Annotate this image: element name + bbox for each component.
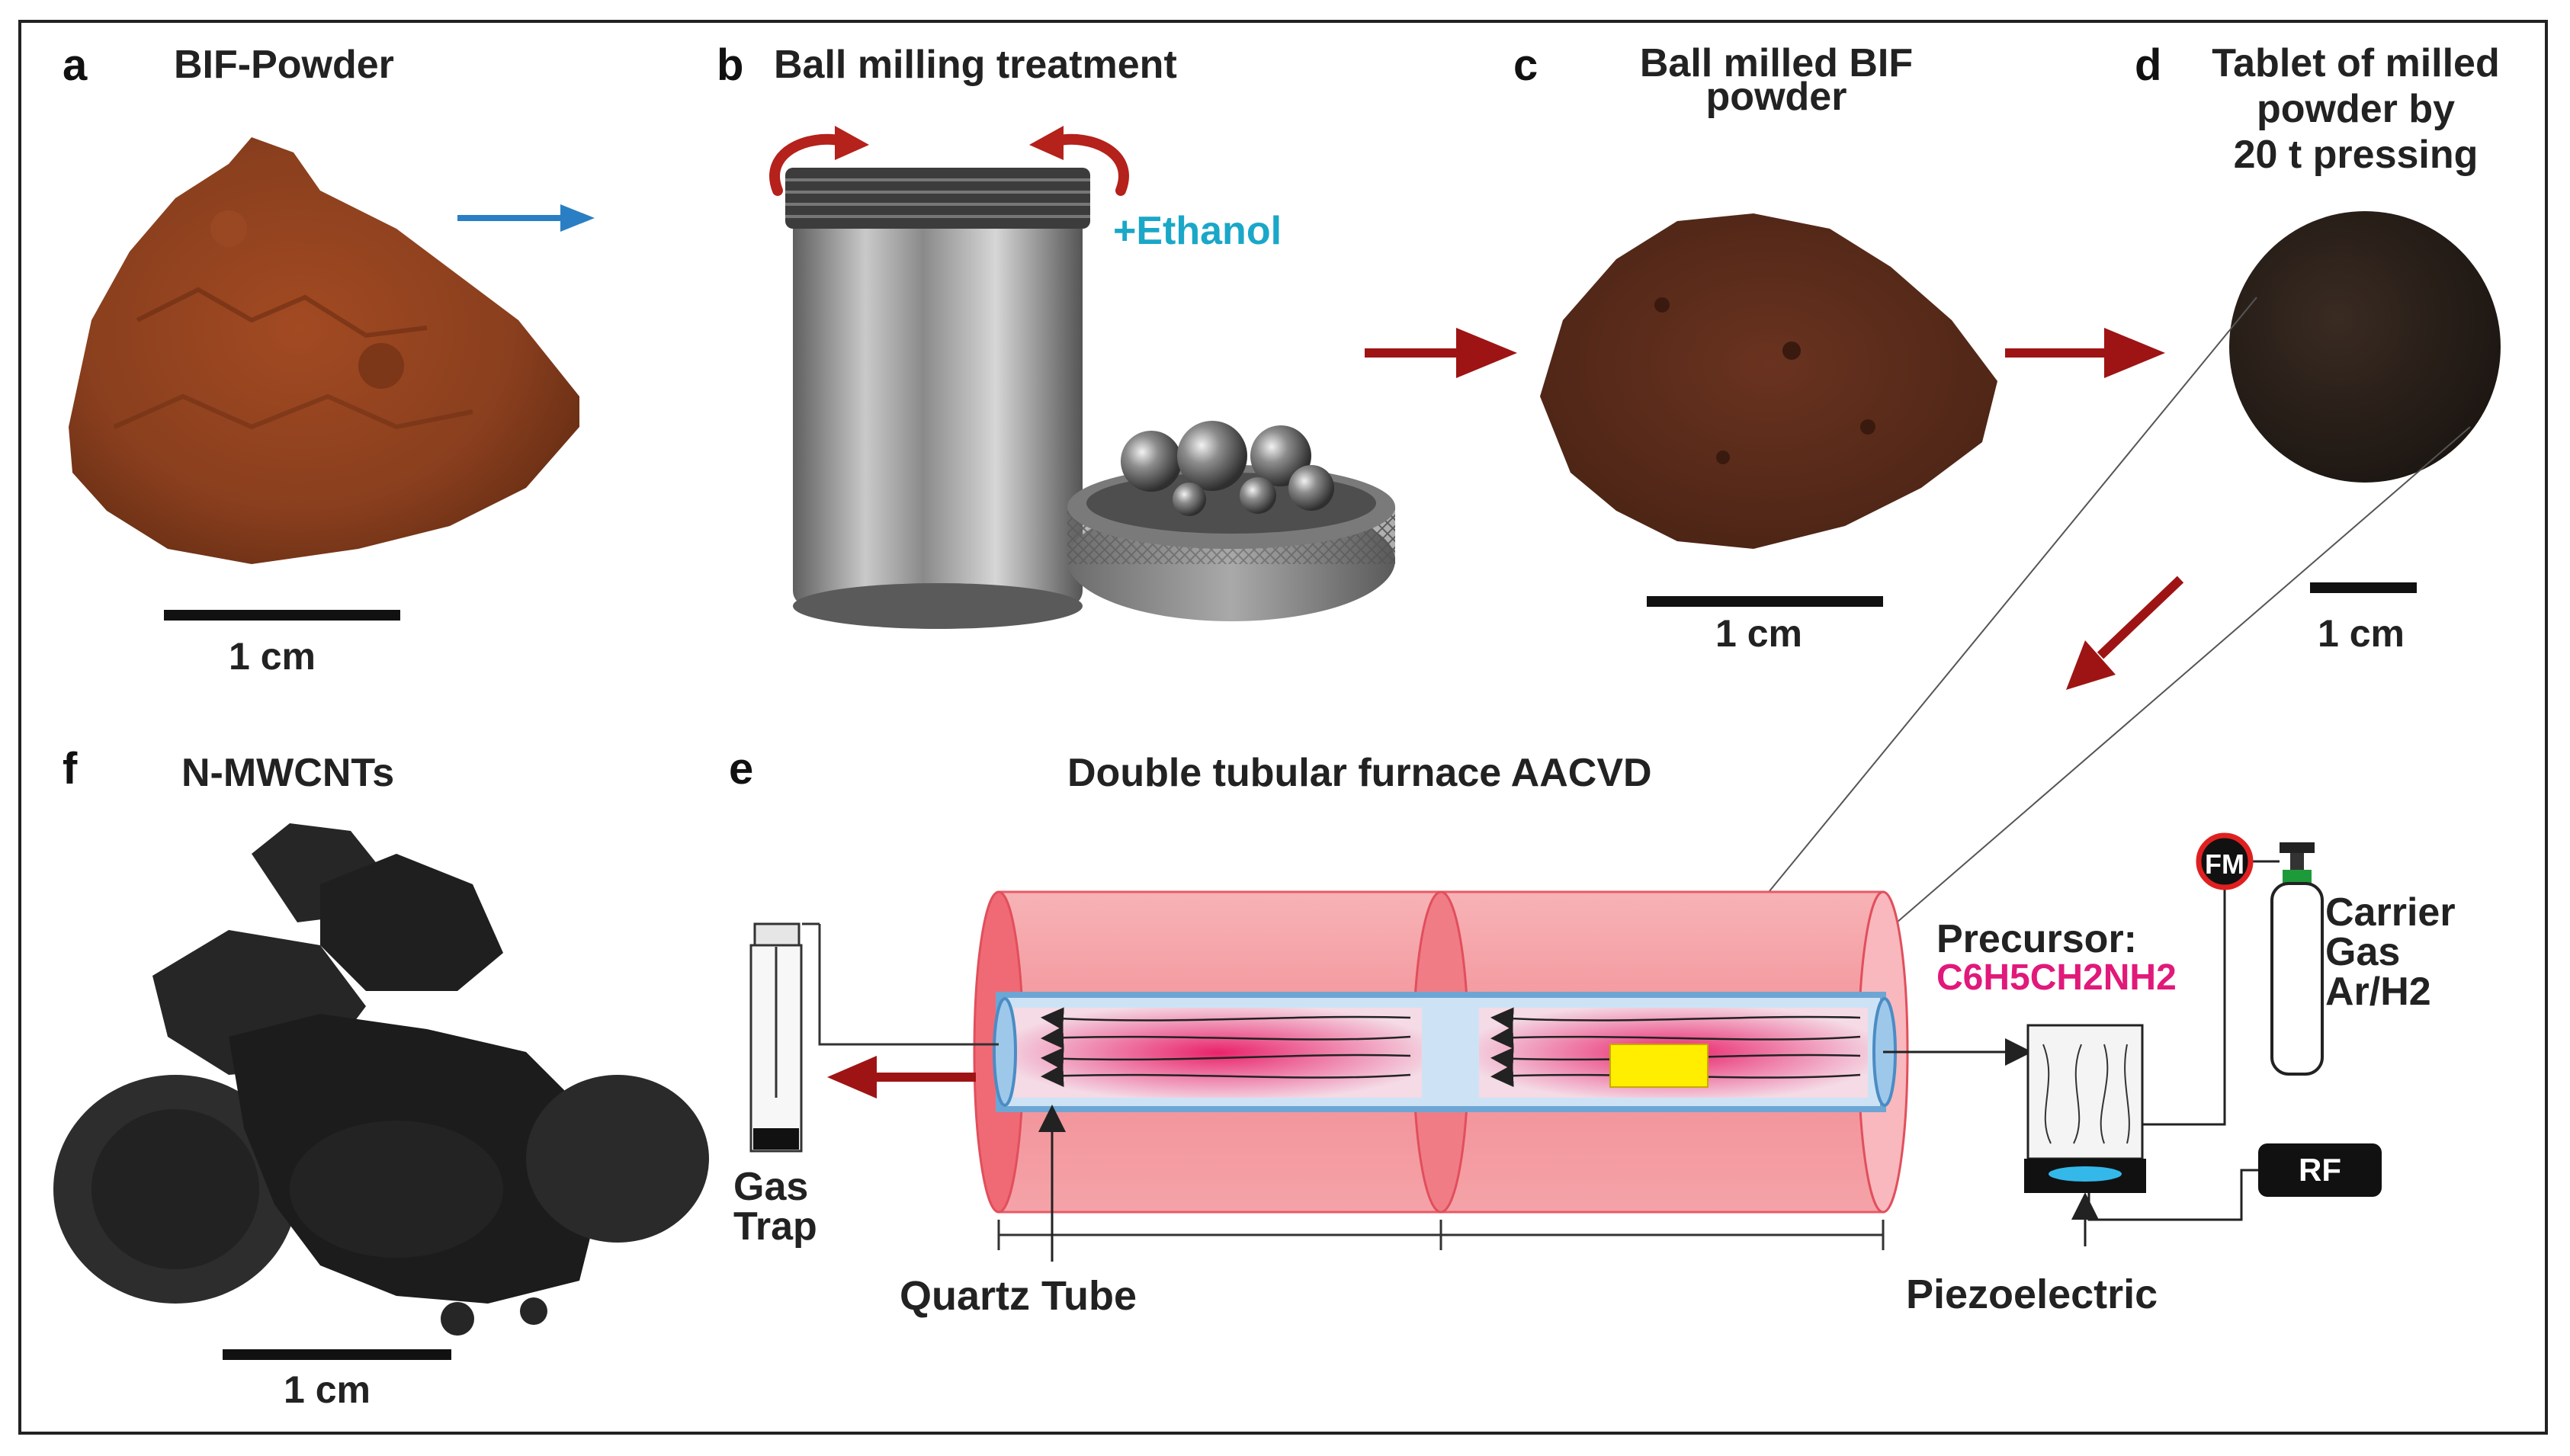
panel-letter-f: f <box>63 744 78 794</box>
piezoelectric-label: Piezoelectric <box>1906 1272 2158 1317</box>
cnt-heap <box>53 823 709 1336</box>
scale-bar-f <box>223 1349 451 1360</box>
milled-powder-heap <box>1540 213 1997 549</box>
panel-d-title-line2: powder by <box>2256 87 2456 131</box>
scale-label-a: 1 cm <box>229 635 316 678</box>
carrier-gas-line3: Ar/H2 <box>2325 970 2431 1014</box>
scale-bar-a <box>164 610 400 621</box>
arrow-b-to-c <box>1365 328 1517 378</box>
pressed-tablet <box>2229 211 2501 483</box>
ethanol-label: +Ethanol <box>1113 209 1282 253</box>
scale-bar-d <box>2310 582 2417 593</box>
panel-letter-e: e <box>729 744 754 794</box>
gas-cylinder <box>2270 842 2324 1076</box>
sample-boat <box>1609 1044 1709 1088</box>
furnace-support <box>997 1220 1885 1250</box>
precursor-formula: C6H5CH2NH2 <box>1936 957 2177 998</box>
panel-letter-a: a <box>63 40 88 90</box>
precursor-vessel <box>2024 1024 2146 1193</box>
panel-f-title: N-MWCNTs <box>181 751 395 795</box>
figure-frame <box>18 20 2548 1435</box>
quartz-tube-label: Quartz Tube <box>900 1273 1137 1319</box>
milling-jar <box>785 168 1090 629</box>
rf-generator <box>2258 1143 2382 1197</box>
milling-balls <box>1121 421 1334 516</box>
scale-label-d: 1 cm <box>2318 612 2405 655</box>
flowmeter <box>2196 832 2254 890</box>
panel-letter-d: d <box>2135 40 2162 90</box>
rf-label: RF <box>2299 1152 2341 1188</box>
panel-d-title-line1: Tablet of milled <box>2212 41 2500 85</box>
panel-c-title-line1: Ball milled BIF <box>1639 41 1914 85</box>
gas-trap-label-line2: Trap <box>733 1204 817 1249</box>
scale-bar-c <box>1647 596 1883 607</box>
panel-letter-b: b <box>717 40 744 90</box>
panel-d-title-line3: 20 t pressing <box>2233 133 2479 177</box>
bif-powder-heap <box>69 137 579 564</box>
panel-b-title: Ball milling treatment <box>774 43 1177 87</box>
flowmeter-label: FM <box>2205 848 2244 880</box>
quartz-tube <box>993 992 1897 1112</box>
scale-label-c: 1 cm <box>1715 612 1802 655</box>
gas-trap <box>749 922 999 1153</box>
carrier-gas-line2: Gas <box>2325 930 2401 974</box>
arrow-d-to-e <box>2066 576 2184 690</box>
exhaust-arrow <box>827 1056 976 1098</box>
carrier-gas-line1: Carrier <box>2325 890 2456 935</box>
panel-a-title: BIF-Powder <box>174 43 394 87</box>
label-pointers <box>1038 1105 2099 1262</box>
panel-letter-c: c <box>1513 40 1538 90</box>
rotation-arrowhead-right <box>1029 126 1064 160</box>
arrow-a-to-b <box>457 204 595 232</box>
arrow-c-to-d <box>2005 328 2165 378</box>
rotation-arrows <box>769 133 1129 196</box>
rotation-arrowhead-left <box>835 126 869 160</box>
gas-trap-label-line1: Gas <box>733 1165 809 1209</box>
jar-lid <box>1067 465 1395 621</box>
precursor-label: Precursor: <box>1936 917 2137 961</box>
scale-label-f: 1 cm <box>284 1368 371 1411</box>
panel-e-title: Double tubular furnace AACVD <box>1067 751 1652 795</box>
panel-c-title-line2: powder <box>1705 75 1847 119</box>
